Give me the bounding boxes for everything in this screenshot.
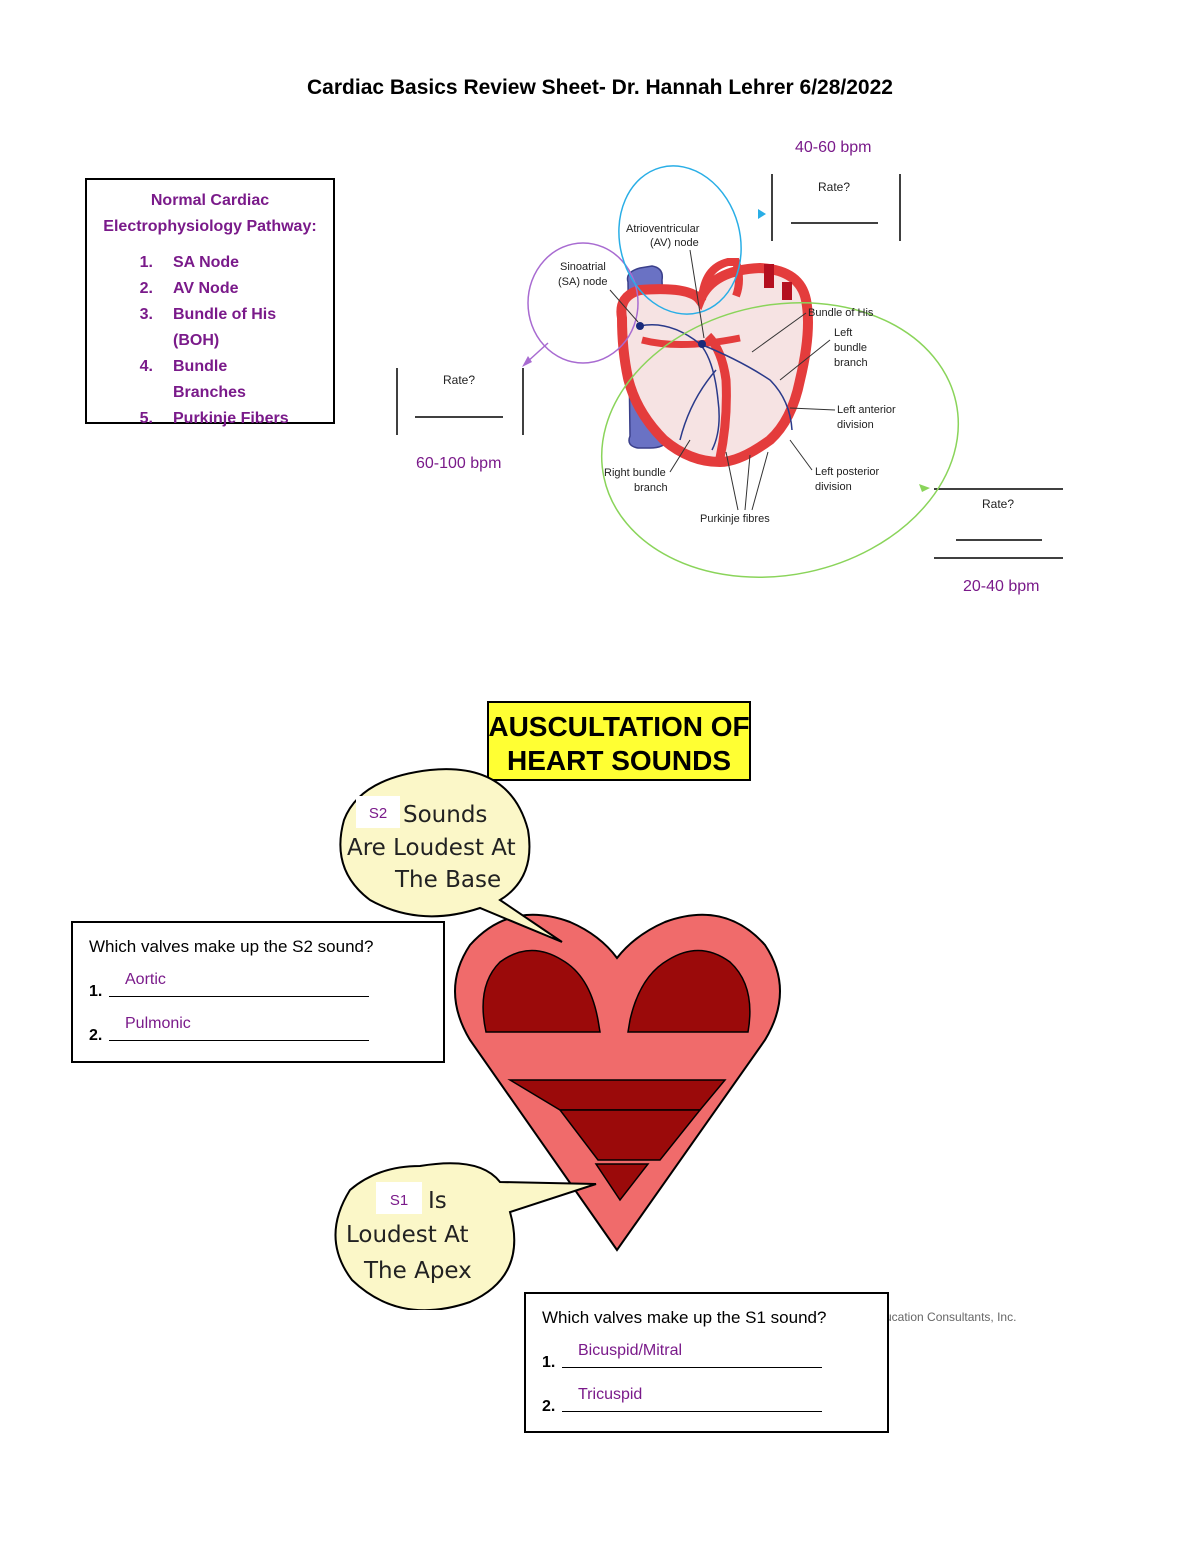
sa-rate-label: Rate?: [443, 373, 475, 387]
sa-node-label: (SA) node: [558, 276, 608, 288]
bottom-bubble-text: Loudest At: [346, 1222, 468, 1248]
av-arrowhead-icon: [758, 209, 766, 219]
aorta-icon: [698, 258, 743, 301]
bottom-bubble-text: The Apex: [363, 1258, 472, 1284]
s1-label-box: [376, 1182, 422, 1214]
left-bundle-label: Left: [834, 327, 852, 339]
vessel-stub-icon: [764, 264, 774, 288]
vessel-stub-icon: [782, 282, 792, 300]
answer-text: Tricuspid: [578, 1386, 643, 1403]
s1-question-box: Which valves make up the S1 sound? 1. Bi…: [524, 1292, 889, 1433]
right-bundle-label: branch: [634, 482, 668, 494]
sa-bpm: 60-100 bpm: [416, 455, 501, 472]
answer-line: [562, 1367, 822, 1368]
left-bundle-label: branch: [834, 357, 868, 369]
purkinje-rate-label: Rate?: [982, 497, 1014, 511]
left-posterior-label: Left posterior: [815, 466, 880, 478]
bundle-his-label: Bundle of His: [808, 307, 874, 319]
list-item: 4.Bundle Branches: [139, 358, 246, 401]
top-bubble-text: Are Loudest At: [347, 835, 516, 861]
av-rate-label: Rate?: [818, 180, 850, 194]
list-item: 5.Purkinje Fibers: [139, 410, 289, 427]
s2-question-box: Which valves make up the S2 sound? 1. Ao…: [71, 921, 445, 1063]
s1-question: Which valves make up the S1 sound?: [542, 1308, 827, 1327]
heart-chamber-icon: [482, 949, 601, 1033]
top-bubble-text: Sounds: [403, 802, 487, 828]
answer-line: [562, 1411, 822, 1412]
sa-loop-icon: [527, 242, 639, 364]
answer-row: 1. Aortic: [89, 957, 443, 1001]
left-posterior-label: division: [815, 481, 852, 493]
bottom-bubble-text: Is: [428, 1188, 447, 1214]
list-item: 1.SA Node: [139, 254, 240, 271]
s2-label-box: [356, 796, 400, 828]
av-rate-bracket: [771, 174, 901, 241]
answer-line: [109, 996, 369, 997]
left-anterior-label: division: [837, 419, 874, 431]
av-node-label: Atrioventricular: [626, 223, 700, 235]
purkinje-loop-icon: [600, 301, 960, 579]
answer-text: Bicuspid/Mitral: [578, 1342, 683, 1359]
sa-node-icon: [636, 322, 644, 330]
conduction-fibre-icon: [679, 369, 717, 441]
right-bundle-label: Right bundle: [604, 467, 666, 479]
heart-chamber-icon: [627, 949, 751, 1033]
banner-title: HEART SOUNDS: [507, 745, 731, 776]
sa-arrowhead-icon: [522, 356, 532, 367]
left-bundle-label: bundle: [834, 342, 867, 354]
av-node-label: (AV) node: [650, 237, 699, 249]
s2-question: Which valves make up the S2 sound?: [89, 937, 374, 956]
pathway-box: Normal Cardiac Electrophysiology Pathway…: [85, 178, 335, 427]
conduction-fibre-icon: [699, 343, 793, 431]
conduction-fibre-icon: [639, 324, 720, 451]
sa-rate-bracket: [396, 368, 524, 435]
s1-label: S1: [390, 1192, 408, 1209]
septum-icon: [641, 334, 741, 348]
s2-label: S2: [369, 805, 387, 822]
list-item: 3.Bundle of His: [139, 306, 277, 323]
heart-apex-icon: [594, 1163, 650, 1202]
auscultation-illustration: AUSCULTATION OF HEART SOUNDS S2 Sounds A…: [334, 701, 781, 1310]
heart-chamber-icon: [558, 1109, 702, 1161]
conduction-diagram: Atrioventricular (AV) node Sinoatrial (S…: [396, 139, 1063, 595]
answer-row: 2. Tricuspid: [542, 1372, 887, 1416]
pathway-heading: Normal Cardiac Electrophysiology Pathway…: [103, 192, 317, 235]
page-title: Cardiac Basics Review Sheet- Dr. Hannah …: [307, 76, 893, 99]
answer-text: Aortic: [125, 971, 166, 988]
banner-title: AUSCULTATION OF: [488, 711, 749, 742]
septum-icon: [704, 332, 731, 459]
heart-outline-icon: [616, 262, 813, 468]
list-item: (BOH): [173, 332, 220, 349]
banner: [487, 701, 751, 781]
answer-text: Pulmonic: [125, 1015, 191, 1032]
pathway-list: 1.SA Node 2.AV Node 3.Bundle of His (BOH…: [87, 250, 333, 432]
purkinje-rate-bracket: [934, 488, 1063, 559]
purkinje-bpm: 20-40 bpm: [963, 578, 1040, 595]
left-anterior-label: Left anterior: [837, 404, 896, 416]
purkinje-arrowhead-icon: [919, 484, 930, 492]
answer-row: 1. Bicuspid/Mitral: [542, 1328, 887, 1372]
sa-node-label: Sinoatrial: [560, 261, 606, 273]
purkinje-label: Purkinje fibres: [700, 513, 770, 525]
credit-text: ucation Consultants, Inc.: [885, 1310, 1017, 1324]
leader-lines: [609, 249, 836, 511]
av-node-icon: [698, 340, 706, 348]
av-loop-icon: [618, 165, 742, 315]
answer-row: 2. Pulmonic: [89, 1001, 443, 1045]
list-item: 2.AV Node: [139, 280, 239, 297]
av-bpm: 40-60 bpm: [795, 139, 872, 156]
top-bubble-text: The Base: [394, 867, 501, 893]
answer-line: [109, 1040, 369, 1041]
